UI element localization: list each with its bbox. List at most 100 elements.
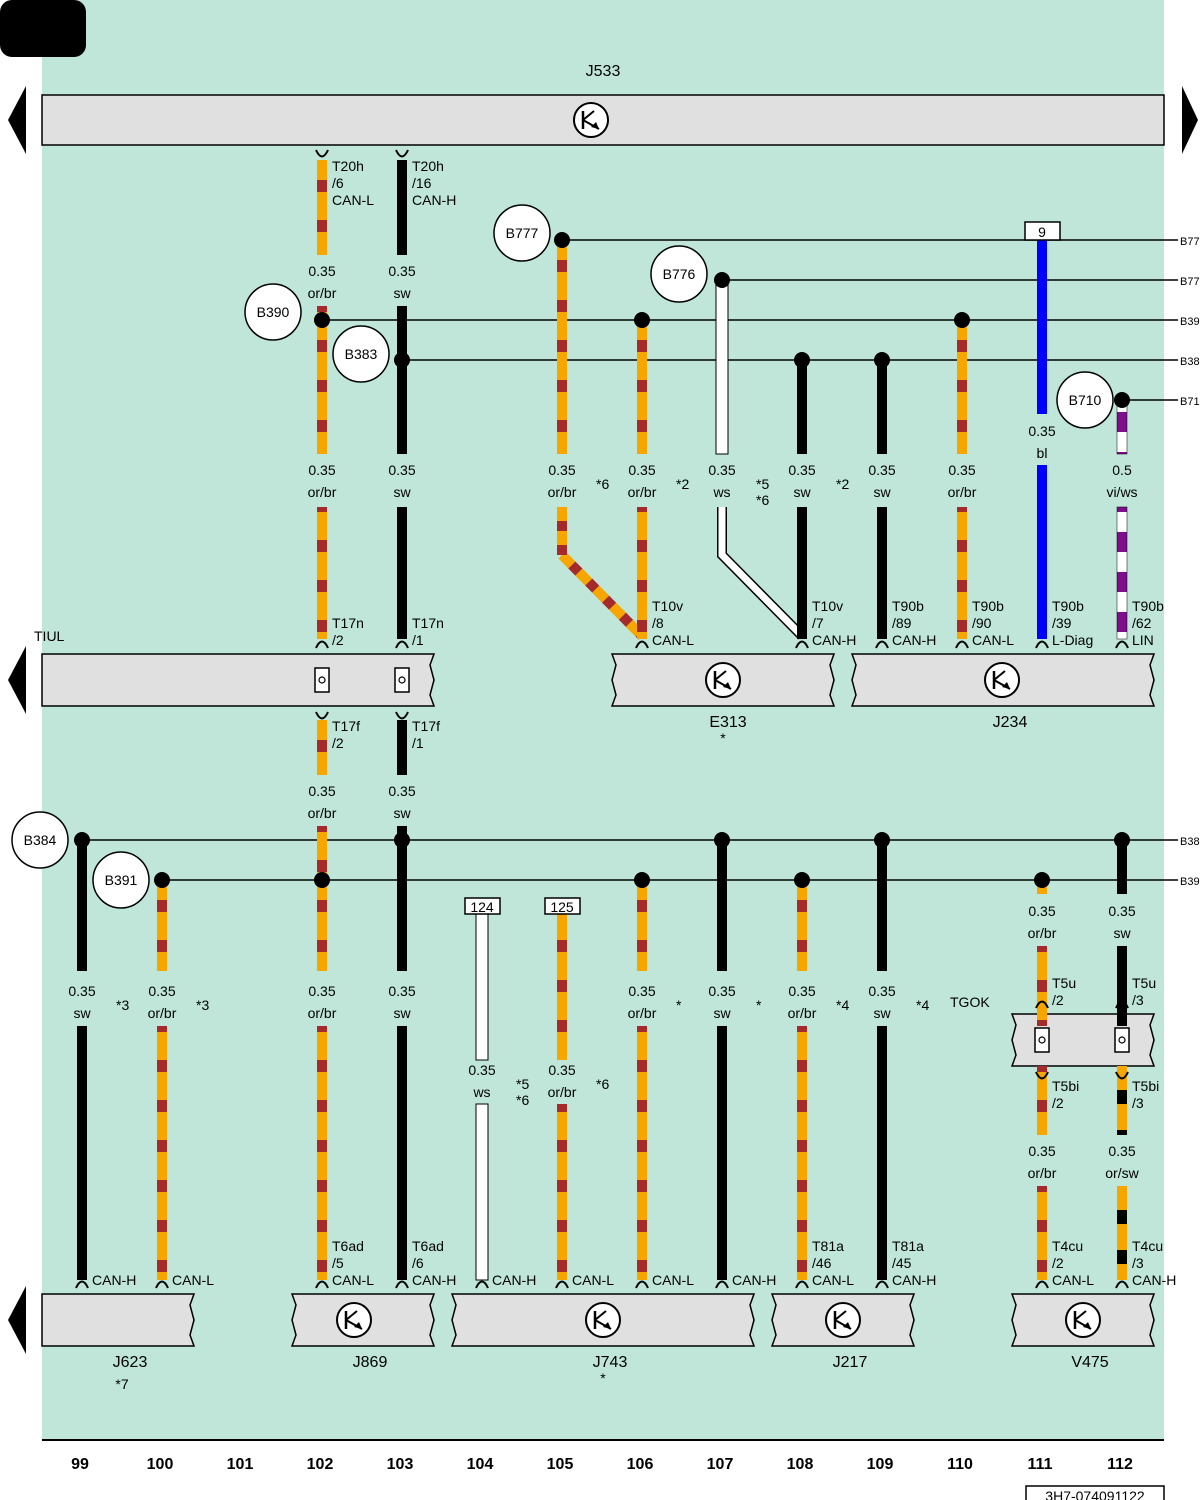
- terminal-icon: [475, 1280, 489, 1289]
- wire-110-a[interactable]: [957, 320, 967, 454]
- wire-105-a[interactable]: [557, 240, 567, 454]
- wire-108-a[interactable]: [797, 360, 807, 454]
- junction-dot: [714, 832, 730, 848]
- wire-107-low[interactable]: [717, 840, 727, 971]
- wire-106-low[interactable]: [637, 880, 647, 971]
- j623-continue-left-arrow-icon[interactable]: [8, 1286, 26, 1354]
- pin-label: T10v: [652, 598, 683, 614]
- wire-102-d[interactable]: [317, 720, 327, 775]
- tgok-connector-111-icon: [1034, 1027, 1050, 1053]
- wire-103-a[interactable]: [397, 160, 407, 255]
- column-number: 100: [147, 1456, 174, 1473]
- j217-control-unit-icon: [825, 1302, 861, 1338]
- edge-label-b390: B390: [1180, 316, 1200, 328]
- wire-108-b[interactable]: [797, 507, 807, 639]
- wire-size-label: 0.35: [1108, 1143, 1135, 1159]
- j623-box: [41, 1293, 196, 1347]
- wire-size-label: 0.35: [468, 1062, 495, 1078]
- wire-102-c[interactable]: [317, 507, 327, 639]
- wire-note: *6: [756, 492, 769, 508]
- wire-108-low-b[interactable]: [797, 1026, 807, 1280]
- wire-102-b[interactable]: [317, 306, 327, 454]
- wire-109-b[interactable]: [877, 507, 887, 639]
- pin-label: CAN-L: [812, 1272, 854, 1288]
- wire-103-b[interactable]: [397, 306, 407, 454]
- wire-color-label: sw: [793, 484, 811, 500]
- pin-label: T5bi: [1132, 1078, 1159, 1094]
- connector-ref-124: 124: [470, 899, 494, 915]
- wire-112-a[interactable]: [1116, 399, 1128, 455]
- wire-102-e[interactable]: [317, 826, 327, 971]
- wire-112-low[interactable]: [1117, 840, 1127, 894]
- wire-109-low-b[interactable]: [877, 1026, 887, 1280]
- pin-label: CAN-L: [332, 1272, 374, 1288]
- tiul-continue-left-arrow-icon[interactable]: [8, 646, 26, 714]
- pin-label: /46: [812, 1255, 832, 1271]
- wire-size-label: 0.35: [868, 983, 895, 999]
- v475-control-unit-icon: [1065, 1302, 1101, 1338]
- wire-106-b[interactable]: [637, 507, 647, 639]
- wire-112-low-d[interactable]: [1117, 1186, 1127, 1280]
- wire-106-a[interactable]: [637, 320, 647, 454]
- wire-103-d[interactable]: [397, 720, 407, 775]
- wire-size-label: 0.35: [948, 462, 975, 478]
- wire-110-b[interactable]: [957, 507, 967, 639]
- wire-111-b[interactable]: [1037, 465, 1047, 639]
- pin-label: /39: [1052, 615, 1072, 631]
- wire-104[interactable]: [475, 913, 489, 1061]
- wire-103-f[interactable]: [397, 1026, 407, 1280]
- wire-106-low-b[interactable]: [637, 1026, 647, 1280]
- wire-size-label: 0.35: [1028, 423, 1055, 439]
- pin-label: T5u: [1052, 975, 1076, 991]
- ref-circle-b383: [332, 325, 390, 383]
- wire-note: *: [756, 997, 762, 1013]
- pin-label: /45: [892, 1255, 912, 1271]
- j743-label: J743: [593, 1354, 628, 1371]
- wire-99-b[interactable]: [77, 1026, 87, 1280]
- wire-112-low-b[interactable]: [1117, 946, 1127, 1026]
- terminal-icon: [1115, 640, 1129, 649]
- wire-111-low-b[interactable]: [1037, 946, 1047, 1026]
- wire-109-a[interactable]: [877, 360, 887, 454]
- wire-111-low-d[interactable]: [1037, 1186, 1047, 1280]
- wire-107-a[interactable]: [715, 279, 729, 455]
- wire-109-low[interactable]: [877, 840, 887, 971]
- junction-dot: [714, 272, 730, 288]
- ref-tag-b384: B384: [24, 832, 57, 848]
- junction-dot: [1034, 872, 1050, 888]
- wire-107-low-b[interactable]: [717, 1026, 727, 1280]
- wire-99[interactable]: [77, 840, 87, 971]
- connector-ref-9: 9: [1038, 224, 1046, 240]
- wire-104-b[interactable]: [475, 1103, 489, 1281]
- wire-note: *6: [596, 1076, 609, 1092]
- wire-103-e[interactable]: [397, 826, 407, 971]
- terminal-icon: [795, 640, 809, 649]
- wire-100[interactable]: [157, 880, 167, 971]
- wire-102-f[interactable]: [317, 1026, 327, 1280]
- terminal-icon: [315, 711, 329, 720]
- wire-note: *6: [596, 476, 609, 492]
- wire-108-low[interactable]: [797, 880, 807, 971]
- wire-105-low-b[interactable]: [557, 1104, 567, 1280]
- wire-color-label: or/br: [788, 1005, 817, 1021]
- wire-105-low[interactable]: [557, 914, 567, 1060]
- tgok-label: TGOK: [950, 994, 990, 1010]
- wire-100-b[interactable]: [157, 1026, 167, 1280]
- wire-size-label: 0.35: [1108, 903, 1135, 919]
- wire-102-a[interactable]: [317, 160, 327, 255]
- junction-dot: [874, 352, 890, 368]
- wire-112-b[interactable]: [1116, 506, 1128, 640]
- wire-112-low-c[interactable]: [1117, 1066, 1127, 1135]
- page-continue-right-arrow-icon[interactable]: [1182, 86, 1198, 154]
- ref-tag-b391: B391: [105, 872, 138, 888]
- page-continue-left-arrow-icon[interactable]: [8, 86, 26, 154]
- junction-dot: [634, 312, 650, 328]
- wire-103-c[interactable]: [397, 507, 407, 639]
- wire-color-label: sw: [393, 1005, 411, 1021]
- wire-note: *4: [836, 997, 849, 1013]
- terminal-icon: [1035, 1000, 1049, 1009]
- ref-circle-b777: [493, 204, 551, 262]
- wire-111-low-c[interactable]: [1037, 1066, 1047, 1135]
- wire-111-a[interactable]: [1037, 240, 1047, 414]
- j623-label: J623: [113, 1354, 148, 1371]
